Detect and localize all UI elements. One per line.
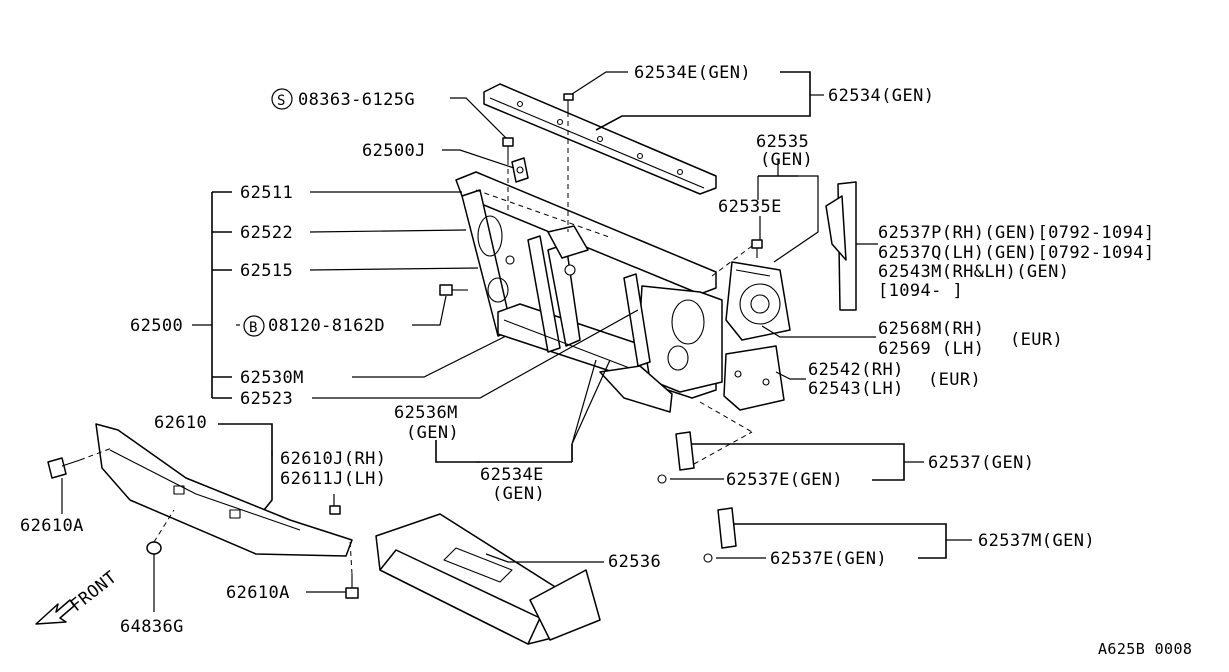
bolt-08120-8162D <box>439 284 468 296</box>
bracket-62537M <box>703 507 737 563</box>
clip-64836G <box>146 541 162 555</box>
label-62500: 62500 <box>130 316 183 336</box>
label-62511: 62511 <box>240 183 293 203</box>
label-62610J: 62610J(RH) <box>280 449 386 469</box>
label-62568M: 62568M(RH) <box>878 319 984 339</box>
label-08120-8162D: 08120-8162D <box>268 316 385 336</box>
label-eur-1: (EUR) <box>1010 330 1063 350</box>
label-62537E-a: 62537E(GEN) <box>726 470 843 490</box>
label-62535: 62535 <box>756 132 809 152</box>
label-62610: 62610 <box>154 413 207 433</box>
leader-lines <box>61 71 972 612</box>
label-62500J: 62500J <box>362 141 426 161</box>
label-62537P: 62537P(RH)(GEN)[0792-1094] <box>878 223 1155 243</box>
label-62542: 62542(RH) <box>808 360 904 380</box>
label-62534: 62534(GEN) <box>828 86 934 106</box>
label-62534E-low: 62534E <box>480 465 544 485</box>
bolt-62610A-left <box>47 457 81 479</box>
screw-62534E-top <box>563 93 574 112</box>
label-08363-6125G: 08363-6125G <box>298 90 415 110</box>
diagram-code: A625B 0008 <box>1098 640 1192 658</box>
front-label: FRONT <box>67 567 121 616</box>
label-62610A-left: 62610A <box>20 516 84 536</box>
label-62535-gen: (GEN) <box>760 150 813 170</box>
bracket-62537 <box>657 431 695 484</box>
label-62536M: 62536M <box>394 403 458 423</box>
label-62543M-date: [1094- ] <box>878 281 963 301</box>
label-64836G: 64836G <box>120 617 184 637</box>
label-62610A-low: 62610A <box>226 583 290 603</box>
b-circle-icon <box>243 315 265 337</box>
label-62537E-b: 62537E(GEN) <box>770 549 887 569</box>
front-arrow-icon <box>35 599 75 625</box>
bracket-62500J <box>511 157 529 183</box>
label-62537: 62537(GEN) <box>928 453 1034 473</box>
label-62611J: 62611J(LH) <box>280 469 386 489</box>
b-prefix: B <box>249 320 258 336</box>
bolt-08363-6125G <box>502 137 514 160</box>
bumper-reinforcement-62610 <box>95 423 353 557</box>
label-62536: 62536 <box>608 552 661 572</box>
crossmember-62536 <box>375 513 601 645</box>
label-62537M: 62537M(GEN) <box>978 531 1095 551</box>
nut-62610J <box>329 505 341 515</box>
s-circle-icon <box>271 88 293 110</box>
label-62534E-low-gen: (GEN) <box>492 484 545 504</box>
s-prefix: S <box>277 93 286 109</box>
plate-62542 <box>723 345 785 411</box>
bolt-62610A-lower <box>345 574 359 599</box>
label-62537Q: 62537Q(LH)(GEN)[0792-1094] <box>878 243 1155 263</box>
label-62536M-gen: (GEN) <box>406 423 459 443</box>
label-62543: 62543(LH) <box>808 379 904 399</box>
side-bracket-62537P <box>825 181 857 311</box>
label-62515: 62515 <box>240 261 293 281</box>
label-62523: 62523 <box>240 389 293 409</box>
label-62522: 62522 <box>240 223 293 243</box>
part-labels: 62534E(GEN) 62534(GEN) S 08363-6125G 625… <box>20 63 1192 658</box>
upper-support-bar-62534 <box>483 83 717 195</box>
headlamp-support-62568M <box>725 261 791 341</box>
label-62530M: 62530M <box>240 368 304 388</box>
label-62569: 62569 (LH) <box>878 339 984 359</box>
label-62543M: 62543M(RH&LH)(GEN) <box>878 262 1069 282</box>
radiator-core-support-62500 <box>455 171 723 413</box>
screw-62535E <box>751 239 763 258</box>
label-62534E-top: 62534E(GEN) <box>634 63 751 83</box>
label-eur-2: (EUR) <box>928 370 981 390</box>
label-62535E: 62535E <box>718 197 782 217</box>
